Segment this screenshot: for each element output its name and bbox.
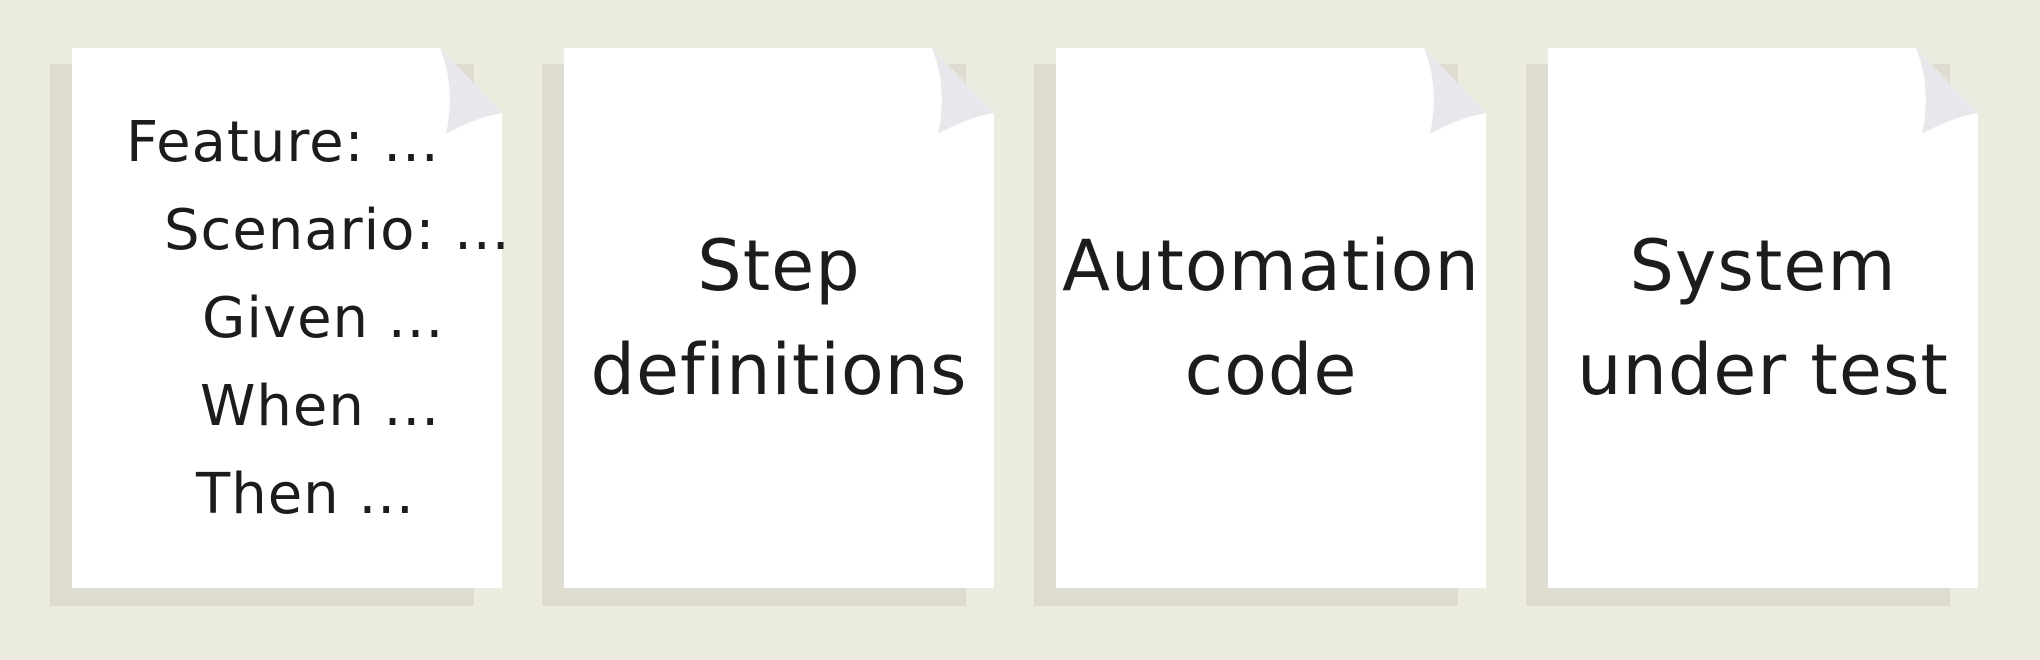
page-fold-icon (1424, 48, 1486, 134)
card-sheet (1056, 48, 1486, 588)
system-under-test-card: System under test (1526, 48, 1978, 606)
gherkin-given-line: Given ... (202, 286, 445, 351)
gherkin-when-line: When ... (200, 374, 441, 439)
page-fold-icon (440, 48, 502, 134)
page-fold-icon (1916, 48, 1978, 134)
gherkin-scenario-line: Scenario: ... (164, 198, 511, 263)
gherkin-text: Feature: ... Scenario: ... Given ... Whe… (72, 48, 510, 588)
card-label-line: System (1629, 225, 1897, 307)
gherkin-then-line: Then ... (196, 462, 415, 527)
gherkin-feature-line: Feature: ... (126, 110, 440, 175)
card-label-line: under test (1577, 329, 1949, 411)
card-label-line: Automation (1062, 225, 1480, 307)
page-fold-icon (932, 48, 994, 134)
feature-file-card: Feature: ... Scenario: ... Given ... Whe… (50, 48, 510, 606)
card-label: Step definitions (564, 48, 994, 588)
automation-code-card: Automation code (1034, 48, 1486, 606)
card-sheet (72, 48, 502, 588)
card-label: System under test (1548, 48, 1978, 588)
card-label-line: Step (697, 225, 861, 307)
card-sheet (564, 48, 994, 588)
card-label-line: definitions (590, 329, 968, 411)
step-definitions-card: Step definitions (542, 48, 994, 606)
card-label: Automation code (1056, 48, 1486, 588)
card-label-line: code (1184, 329, 1358, 411)
card-sheet (1548, 48, 1978, 588)
